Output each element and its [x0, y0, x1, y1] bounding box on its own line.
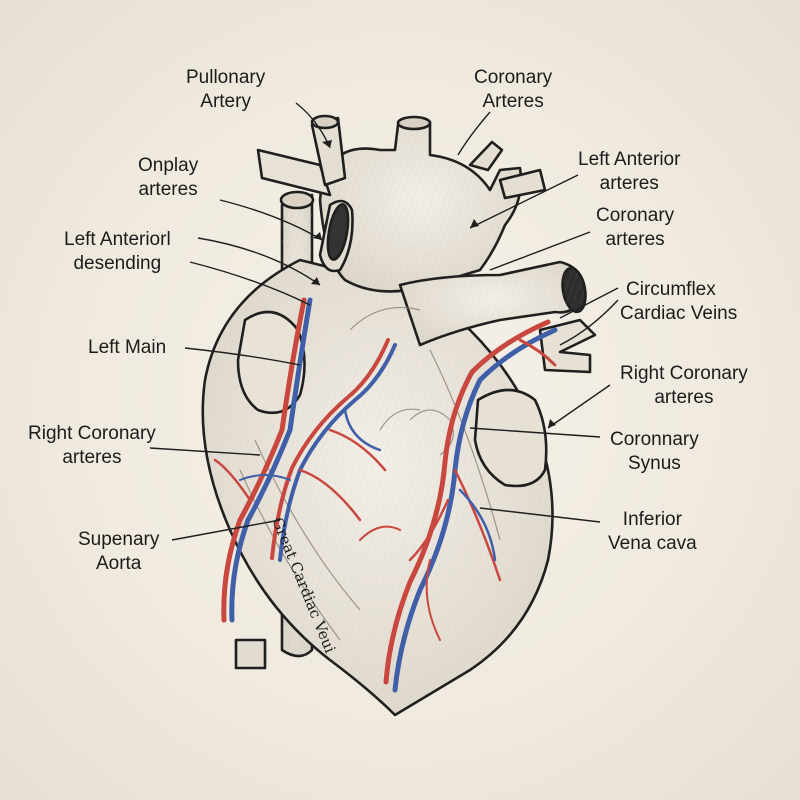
label-left-anterior-desending: Left Anteriorl desending [64, 228, 171, 276]
label-line: Vena cava [608, 532, 697, 556]
label-line: arteres [596, 228, 674, 252]
label-line: Onplay [138, 154, 198, 178]
label-left-main: Left Main [88, 336, 166, 360]
label-left-anterior-arteres: Left Anterior arteres [578, 148, 680, 196]
label-line: Coronary [596, 204, 674, 228]
label-line: Left Main [88, 336, 166, 360]
label-line: Coronnary [610, 428, 699, 452]
label-coronary-arteres-mid: Coronary arteres [596, 204, 674, 252]
label-line: Pullonary [186, 66, 265, 90]
label-right-coronary-right: Right Coronary arteres [620, 362, 748, 410]
label-pulmonary-artery: Pullonary Artery [186, 66, 265, 114]
label-line: desending [64, 252, 171, 276]
label-inferior-vena-cava: Inferior Vena cava [608, 508, 697, 556]
label-line: Cardiac Veins [620, 302, 737, 326]
label-coronary-arteres-top: Coronary Arteres [474, 66, 552, 114]
label-line: Aorta [78, 552, 159, 576]
label-circumflex-cardiac-veins: Circumflex Cardiac Veins [620, 278, 737, 326]
label-line: Coronary [474, 66, 552, 90]
label-line: arteres [578, 172, 680, 196]
label-line: Left Anteriorl [64, 228, 171, 252]
label-line: Circumflex [620, 278, 737, 302]
inferior-vessel [236, 640, 265, 668]
label-line: arteres [620, 386, 748, 410]
label-coronnary-synus: Coronnary Synus [610, 428, 699, 476]
label-line: arteres [138, 178, 198, 202]
label-line: Supenary [78, 528, 159, 552]
label-line: Synus [610, 452, 699, 476]
right-top-branch [470, 142, 502, 170]
label-supenary-aorta: Supenary Aorta [78, 528, 159, 576]
label-line: Left Anterior [578, 148, 680, 172]
label-line: Arteres [474, 90, 552, 114]
label-line: Artery [186, 90, 265, 114]
label-onplay-arteres: Onplay arteres [138, 154, 198, 202]
label-line: Right Coronary [28, 422, 156, 446]
label-line: Right Coronary [620, 362, 748, 386]
label-line: arteres [28, 446, 156, 470]
label-line: Inferior [608, 508, 697, 532]
label-right-coronary-left: Right Coronary arteres [28, 422, 156, 470]
